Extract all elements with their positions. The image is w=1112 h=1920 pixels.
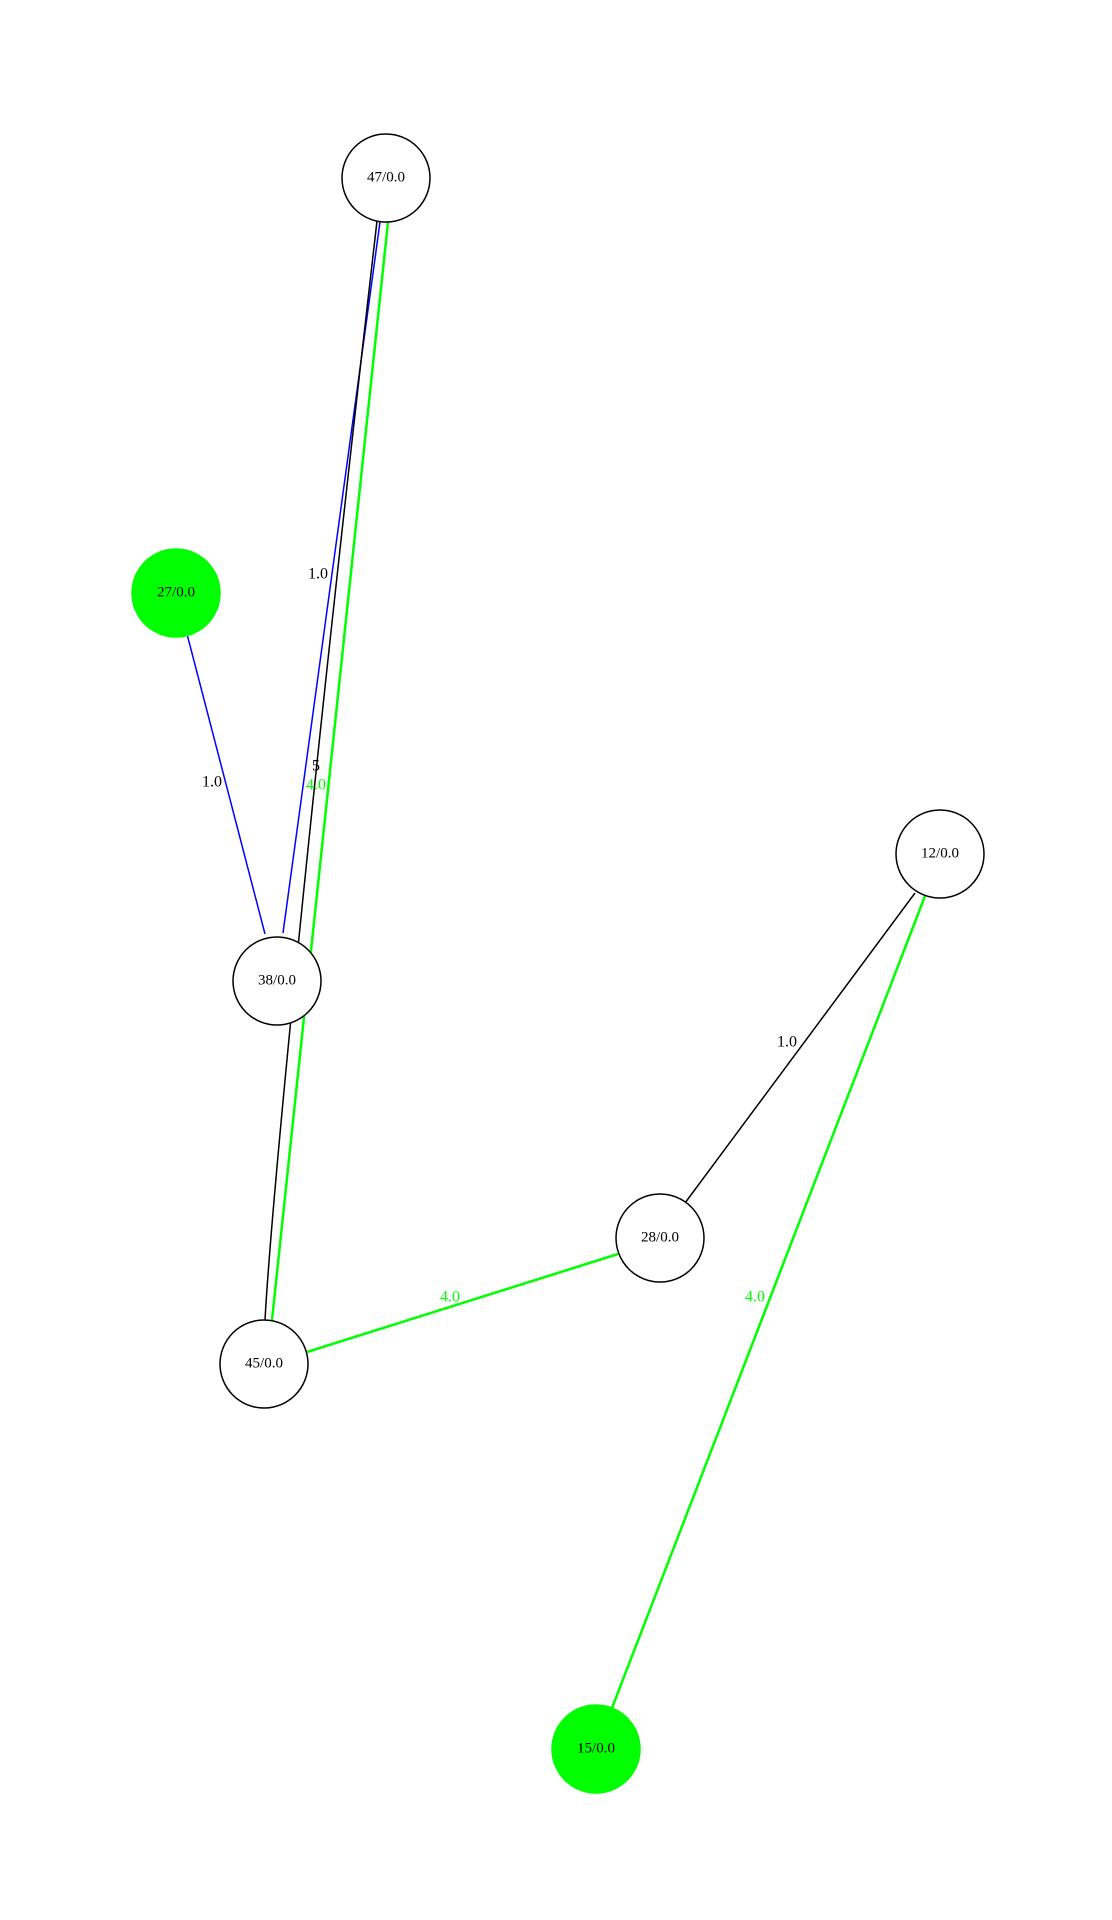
edge-label-n12-n15: 4.0 (745, 1289, 765, 1306)
node-15: 15/0.0 (551, 1704, 641, 1794)
node-circle (895, 809, 985, 899)
node-label: 47/0.0 (367, 169, 405, 185)
node-28: 28/0.0 (615, 1193, 705, 1283)
edge-label-n38-n47: 1.0 (308, 566, 328, 583)
edge-n27-n38 (186, 633, 266, 935)
edge-label-n45-n47: 5 (312, 758, 320, 775)
node-47: 47/0.0 (341, 133, 431, 223)
node-circle (551, 1704, 641, 1794)
node-circle (615, 1193, 705, 1283)
node-label: 27/0.0 (157, 584, 195, 600)
node-label: 12/0.0 (921, 845, 959, 861)
node-circle (232, 936, 322, 1026)
node-38: 38/0.0 (232, 936, 322, 1026)
edge-label-n27-n38: 1.0 (202, 774, 222, 791)
edge-labels-layer: 1.0 1.0 5 4.0 1.0 4.0 4.0 (202, 566, 797, 1306)
edge-n12-n28 (684, 892, 916, 1204)
node-45: 45/0.0 (219, 1319, 309, 1409)
edge-n28-n45 (306, 1252, 619, 1354)
edge-label-n12-n28: 1.0 (777, 1034, 797, 1051)
node-label: 38/0.0 (258, 972, 296, 988)
edge-label-n45-n47: 4.0 (306, 777, 326, 794)
node-12: 12/0.0 (895, 809, 985, 899)
edge-n12-n15 (610, 895, 927, 1709)
node-label: 15/0.0 (577, 1740, 615, 1756)
node-circle (131, 548, 221, 638)
node-27: 27/0.0 (131, 548, 221, 638)
edges-layer (186, 220, 927, 1709)
node-label: 45/0.0 (245, 1355, 283, 1371)
node-circle (341, 133, 431, 223)
edge-label-n28-n45: 4.0 (440, 1289, 460, 1306)
node-label: 28/0.0 (641, 1229, 679, 1245)
node-circle (219, 1319, 309, 1409)
nodes-layer: 47/0.0 27/0.0 12/0.0 38/0.0 28/0.0 45/0.0 15/0… (131, 133, 985, 1794)
edge-n45-n47 (270, 221, 390, 1321)
